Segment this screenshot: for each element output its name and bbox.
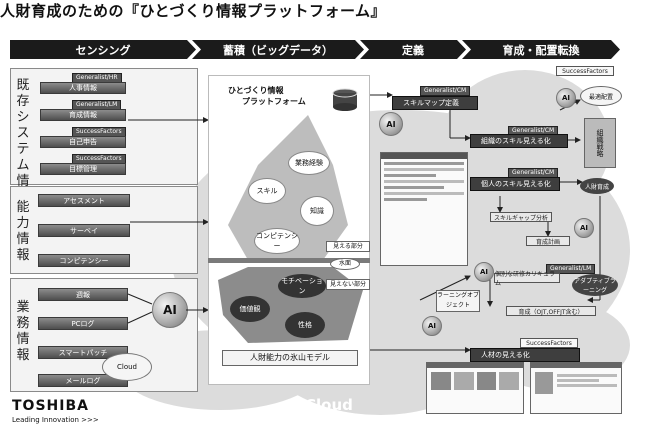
- optimal-placement: 最適配置: [580, 86, 622, 106]
- define-skillmap: スキルマップ定義: [392, 96, 478, 110]
- talent-development: 人財育成: [580, 178, 614, 194]
- phase-sensing: センシング: [10, 40, 196, 59]
- phase-storage: 蓄積（ビッグデータ）: [192, 40, 364, 59]
- ability-item-competency: コンピテンシー: [38, 254, 130, 267]
- ai-sensing-icon: AI: [152, 292, 188, 328]
- existing-item-personnel: 人事情報: [40, 82, 126, 94]
- toshiba-logo: TOSHIBA: [12, 398, 89, 414]
- define-item-tag: Generalist/CM: [420, 86, 471, 96]
- sf-top-tag: SuccessFactors: [556, 66, 614, 76]
- app-screenshot: [380, 152, 468, 266]
- existing-system-label: 既存システム情報: [16, 78, 30, 205]
- cloud-big-label: Cloud: [305, 396, 353, 414]
- bottom-screenshot-1: [426, 362, 524, 414]
- define-individual-skill: 個人のスキル見える化: [470, 177, 560, 191]
- skill-gap-analysis: スキルギャップ分析: [490, 212, 552, 222]
- work-item-smartbadge: スマートパッチ: [38, 346, 128, 359]
- training-ojt: 育成（OJT,OFFJT含む）: [506, 306, 596, 316]
- hidden-label: 見えない部分: [326, 279, 370, 290]
- hidden-item-personality: 性格: [285, 312, 325, 338]
- work-label: 業務情報: [16, 300, 30, 363]
- phase-define: 定義: [360, 40, 466, 59]
- ability-item-assessment: アセスメント: [38, 194, 130, 207]
- ability-label: 能力情報: [16, 200, 30, 263]
- work-item-pclog: PCログ: [38, 317, 128, 330]
- talent-visualization: 人材の見える化: [470, 348, 580, 362]
- ai-learning-icon: AI: [422, 316, 442, 336]
- adaptive-learning: アダプティブラーニング: [572, 274, 618, 296]
- hidden-item-values: 価値観: [230, 296, 270, 322]
- visible-item-competency: コンピテンシー: [254, 228, 300, 254]
- page-title: 人財育成のための『ひとづくり情報プラットフォーム』: [0, 2, 387, 20]
- org-strategy: 組織戦略: [584, 118, 616, 168]
- visible-item-experience: 業務経験: [288, 151, 330, 175]
- curriculum-tag: Generalist/LM: [546, 264, 596, 274]
- visible-item-knowledge: 知識: [300, 196, 334, 226]
- existing-item-self-report: 自己申告: [40, 136, 126, 148]
- waterline-label: 水面: [330, 258, 360, 270]
- ai-define-icon: AI: [379, 112, 403, 136]
- work-item-weekly: 週報: [38, 288, 128, 301]
- iceberg-model-label: 人財能力の氷山モデル: [222, 350, 358, 366]
- hidden-item-motivation: モチベーション: [278, 274, 326, 298]
- existing-item-training: 育成情報: [40, 109, 126, 121]
- database-icon: [332, 88, 358, 112]
- sf-bottom-tag: SuccessFactors: [520, 338, 578, 348]
- learning-object: ラーニングオブジェクト: [436, 290, 480, 312]
- ability-item-survey: サーベイ: [38, 224, 130, 237]
- bottom-screenshot-2: [530, 362, 622, 414]
- existing-item-goals: 目標管理: [40, 163, 126, 175]
- individual-curriculum: 個別な研修カリキュラム: [494, 271, 560, 287]
- visible-item-skill: スキル: [248, 178, 286, 204]
- phase-develop: 育成・配置転換: [462, 40, 620, 59]
- ai-gap-icon: AI: [574, 218, 594, 238]
- cloud-small-icon: Cloud: [102, 353, 152, 381]
- visible-label: 見える部分: [326, 241, 370, 252]
- ai-curriculum-icon: AI: [474, 262, 494, 282]
- define-org-skill: 組織のスキル見える化: [470, 134, 568, 148]
- ai-optimal-icon: AI: [556, 88, 576, 108]
- training-plan: 育成計画: [526, 236, 570, 246]
- platform-label: ひとづくり情報 プラットフォーム: [228, 86, 306, 106]
- tagline: Leading Innovation >>>: [12, 416, 99, 424]
